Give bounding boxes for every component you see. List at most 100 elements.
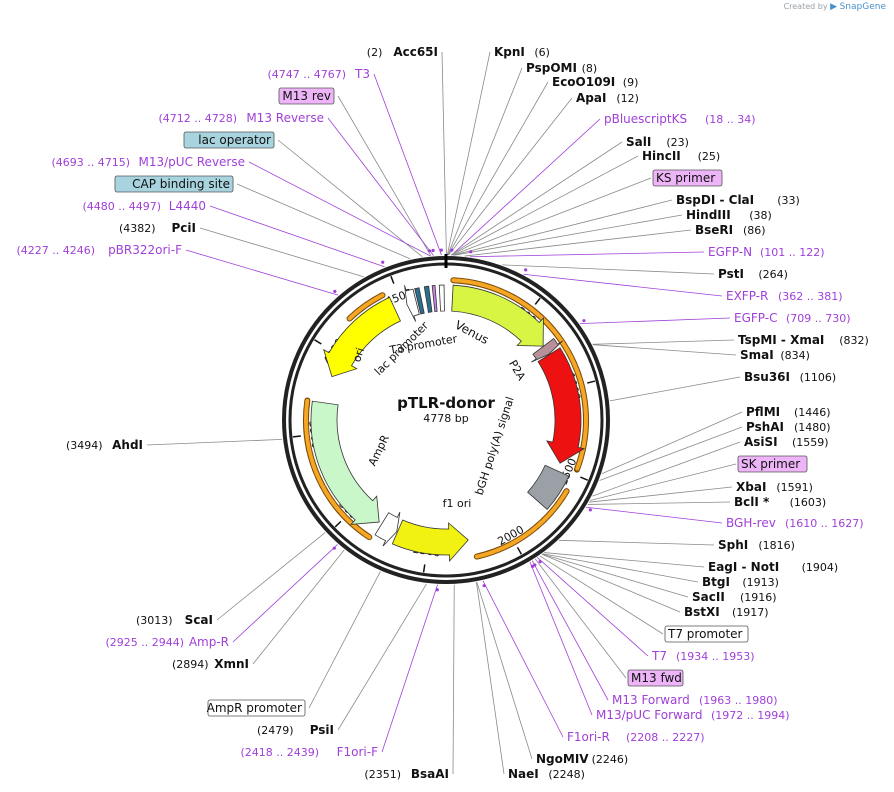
site-name: SalI [626, 135, 651, 149]
site-label-sk-primer: SK primer [737, 455, 808, 473]
site-coordinate: (4693 .. 4715) [51, 156, 130, 169]
feature-box [664, 625, 749, 643]
site-label-exfp-r: EXFP-R (362 .. 381) [726, 289, 843, 303]
credit-brand: SnapGene [839, 2, 886, 12]
site-name: Amp-R [189, 635, 229, 649]
site-coordinate: (4382) [119, 222, 156, 235]
leader-line [589, 486, 733, 503]
leader-line [599, 426, 743, 481]
site-coordinate: (3494) [66, 439, 103, 452]
leader-line [587, 501, 731, 505]
site-label-m13-puc-reverse: M13/pUC Reverse(4693 .. 4715) [51, 155, 245, 169]
leader-line [609, 376, 741, 402]
site-label-bsu36i: Bsu36I(1106) [744, 370, 836, 384]
site-name: M13 Forward [612, 693, 690, 707]
snapgene-logo-icon: ▶ [830, 2, 838, 12]
leader-line [337, 95, 432, 256]
site-label-eagi-noti: EagI - NotI(1904) [708, 560, 838, 574]
tick-mark [587, 380, 596, 384]
site-label-m13-puc-forward: M13/pUC Forward(1972 .. 1994) [596, 708, 790, 722]
site-coordinate: (2479) [257, 724, 294, 737]
site-name: AmpR promoter [207, 701, 302, 715]
tick-mark [292, 435, 301, 438]
site-coordinate: (1913) [742, 576, 779, 589]
leader-line [454, 214, 683, 256]
site-coordinate: (1816) [758, 539, 795, 552]
site-coordinate: (1904) [802, 561, 839, 574]
site-coordinate: (6) [534, 46, 550, 59]
leader-line [464, 229, 692, 257]
site-name: BseRI [695, 223, 733, 237]
site-name: EGFP-N [708, 245, 752, 259]
site-label-smai: SmaI(834) [740, 348, 810, 362]
site-coordinate: (1559) [792, 436, 829, 449]
site-label-l4440: L4440(4480 .. 4497) [82, 199, 206, 213]
leader-line [381, 584, 438, 753]
site-coordinate: (1603) [790, 496, 827, 509]
site-name: KS primer [656, 171, 715, 185]
primer-site-marker [333, 289, 337, 293]
feature-arrows [310, 284, 586, 562]
site-name: T3 [354, 67, 370, 81]
site-name: pBluescriptKS [604, 112, 687, 126]
feature-venus [451, 284, 544, 347]
translation-arc [347, 293, 385, 321]
site-coordinate: (86) [743, 224, 766, 237]
leader-line [236, 183, 411, 260]
site-coordinate: (1934 .. 1953) [676, 650, 755, 663]
feature-ampr [310, 400, 380, 525]
site-name: M13/pUC Forward [596, 708, 703, 722]
leader-line [373, 73, 442, 256]
site-name: PflMI [746, 405, 780, 419]
leader-line [469, 251, 705, 258]
site-label-ahdi: AhdI(3494) [66, 438, 143, 452]
site-name: EGFP-C [734, 311, 777, 325]
site-name: XmnI [214, 657, 249, 671]
site-label-bcli: BclI *(1603) [734, 495, 826, 509]
site-name: PsiI [310, 723, 334, 737]
site-label-kpni: KpnI(6) [494, 45, 550, 59]
tick-mark [516, 546, 523, 555]
site-label-acc65i: Acc65I(2) [367, 45, 438, 59]
leader-line [451, 155, 639, 256]
feature-label-p2a: P2A [506, 358, 528, 383]
site-label-hindiii: HindIII(38) [686, 208, 772, 222]
site-coordinate: (1917) [732, 606, 769, 619]
site-label-lac-operator: lac operator [183, 131, 275, 149]
leader-line [327, 117, 434, 256]
feature-box [737, 455, 808, 473]
site-coordinate: (4480 .. 4497) [82, 200, 161, 213]
feature-label-ori: ori [350, 346, 367, 364]
feature-box [207, 699, 306, 717]
site-name: SK primer [741, 457, 800, 471]
leader-line [185, 249, 339, 296]
site-label-pflmi: PflMI(1446) [746, 405, 831, 419]
primer-site-marker [538, 559, 542, 564]
site-coordinate: (4747 .. 4767) [267, 68, 346, 81]
site-label-psti: PstI(264) [718, 267, 788, 281]
feature-ampr-promoter [374, 511, 401, 547]
site-coordinate: (2925 .. 2944) [105, 636, 184, 649]
site-name: EcoO109I [552, 75, 615, 89]
primer-site-marker [439, 248, 443, 252]
primer-site-marker [533, 563, 537, 567]
site-name: HindIII [686, 208, 731, 222]
site-label-bspdi-clai: BspDI - ClaI(33) [676, 193, 800, 207]
site-name: M13 Reverse [246, 111, 324, 125]
site-coordinate: (25) [698, 150, 721, 163]
leader-line [482, 580, 564, 738]
site-name: PspOMI [526, 61, 577, 75]
site-name: EXFP-R [726, 289, 768, 303]
site-label-naei: NaeI(2248) [508, 767, 585, 781]
site-label-psii: PsiI (2479) [257, 723, 334, 737]
site-name: F1ori-F [337, 745, 378, 759]
leader-line [542, 553, 689, 598]
site-coordinate: (101 .. 122) [760, 246, 825, 259]
feature-lac-operator [423, 285, 433, 313]
leader-line [452, 177, 652, 256]
site-name: BstXI [684, 605, 720, 619]
leader-line [308, 571, 381, 709]
site-coordinate: (362 .. 381) [778, 290, 843, 303]
site-label-t7: T7(1934 .. 1953) [651, 649, 755, 663]
feature-tagrfp [537, 347, 586, 464]
